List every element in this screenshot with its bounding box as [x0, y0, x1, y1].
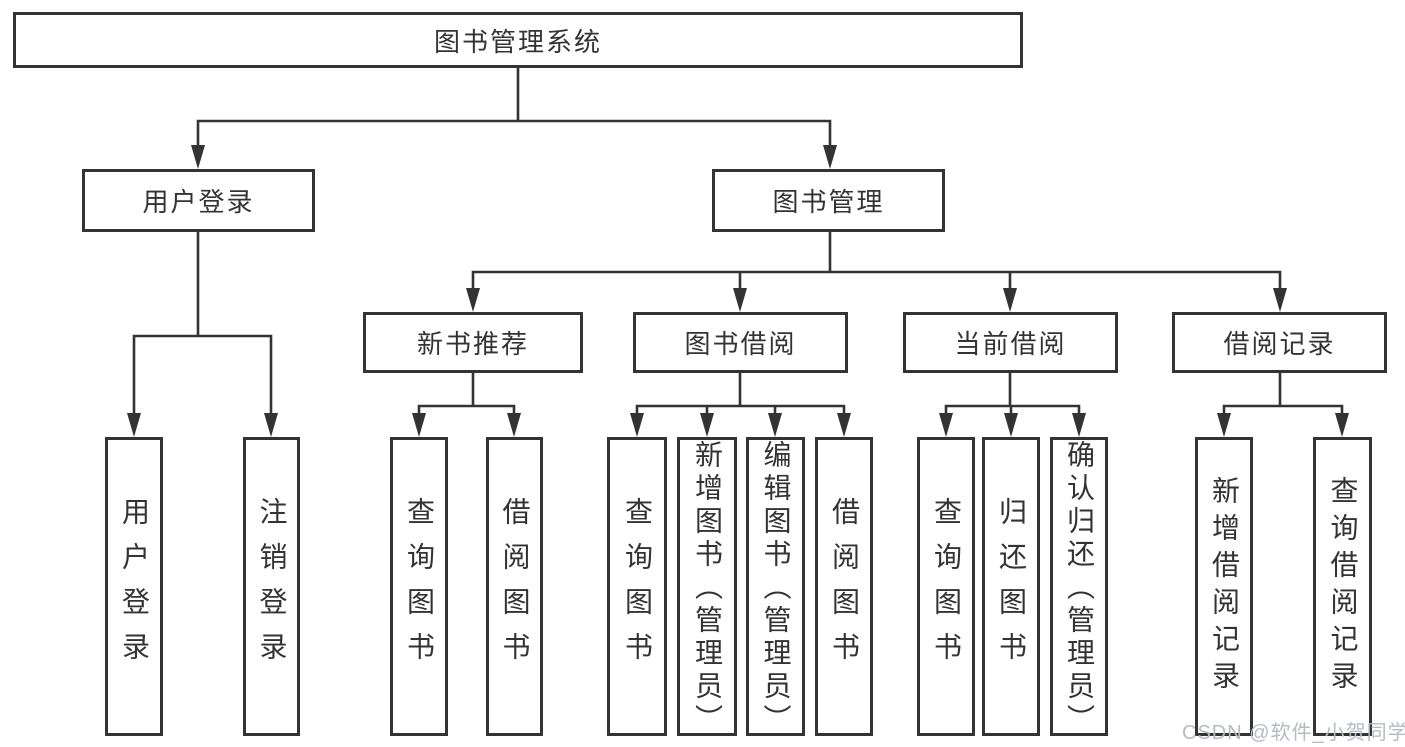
node-label: 借阅图书 — [499, 496, 531, 677]
leaf-query-books-current: 查询图书 — [917, 437, 975, 736]
node-label: 当前借阅 — [954, 329, 1067, 359]
node-label: 图书管理系统 — [433, 26, 602, 57]
node-library-management-system: 图书管理系统 — [13, 12, 1023, 68]
node-label: 注销登录 — [256, 496, 288, 677]
node-label: 查询图书 — [622, 496, 653, 677]
node-label: 用户登录 — [119, 496, 150, 677]
leaf-user-login: 用户登录 — [105, 437, 163, 736]
node-label: 查询借阅记录 — [1327, 475, 1359, 698]
node-current-borrowing: 当前借阅 — [903, 312, 1118, 373]
node-label: 查询图书 — [404, 496, 435, 677]
node-book-management: 图书管理 — [712, 169, 945, 232]
node-label: 用户登录 — [142, 187, 255, 217]
node-label: 查询图书 — [931, 496, 962, 677]
leaf-confirm-return-admin: 确认归还（管理员） — [1050, 437, 1108, 737]
leaf-logout: 注销登录 — [243, 437, 300, 736]
leaf-query-books-recommend: 查询图书 — [390, 437, 448, 736]
leaf-edit-books-admin: 编辑图书（管理员） — [746, 437, 805, 737]
arrowhead-icon — [127, 145, 1349, 437]
node-label: 新增图书（管理员） — [692, 440, 723, 737]
node-label: 图书管理 — [772, 187, 885, 217]
node-borrowing-records: 借阅记录 — [1172, 312, 1387, 373]
tree-edges — [132, 66, 1344, 419]
leaf-borrow-books-borrowing: 借阅图书 — [815, 437, 873, 736]
watermark: CSDN @软件_小贺同学 — [1182, 722, 1405, 744]
node-label: 新书推荐 — [416, 329, 529, 359]
node-label: 借阅记录 — [1223, 329, 1336, 359]
node-label: 确认归还（管理员） — [1064, 440, 1095, 737]
leaf-add-borrow-record: 新增借阅记录 — [1195, 437, 1253, 736]
node-user-login: 用户登录 — [82, 169, 315, 232]
node-label: 新增借阅记录 — [1209, 475, 1240, 698]
node-label: 编辑图书（管理员） — [760, 440, 792, 737]
leaf-query-books-borrowing: 查询图书 — [607, 437, 667, 736]
node-label: 图书借阅 — [684, 329, 797, 359]
node-label: 归还图书 — [996, 496, 1027, 677]
leaf-borrow-books-recommend: 借阅图书 — [486, 437, 543, 736]
leaf-query-borrow-record: 查询借阅记录 — [1313, 437, 1372, 736]
node-label: 借阅图书 — [829, 496, 860, 677]
leaf-add-books-admin: 新增图书（管理员） — [677, 437, 737, 737]
node-book-borrowing: 图书借阅 — [633, 312, 848, 373]
node-new-book-recommendation: 新书推荐 — [363, 312, 583, 373]
leaf-return-books: 归还图书 — [982, 437, 1040, 736]
